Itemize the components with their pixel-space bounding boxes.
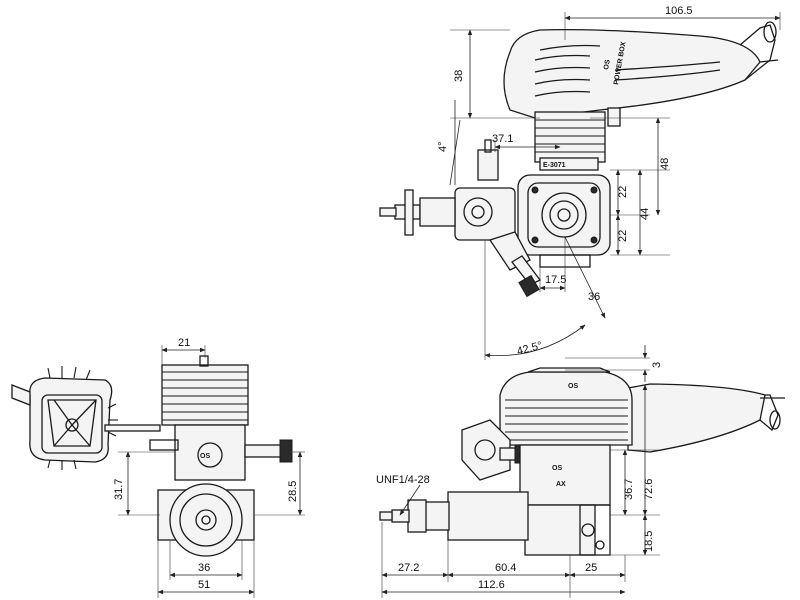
prop-shaft-side [379,491,529,541]
dim-22a: 22 [617,186,629,198]
model-code: E-3071 [543,162,566,169]
dim-side-36-7: 36.7 [623,479,635,500]
dim-angle-large: 42.5° [516,340,544,358]
muffler-front [11,366,161,470]
muffler: POWER BOX OS [503,21,779,127]
dim-22b: 22 [617,230,629,242]
front-view: OS 21 31.7 28.5 [11,337,305,598]
dim-side-60-4: 60.4 [495,562,516,574]
dim-front-21: 21 [178,337,190,349]
muffler-side [627,383,785,453]
dim-top-width: 106.5 [665,5,693,17]
dim-front-28-5: 28.5 [287,481,299,502]
cylinder-side: OS [499,367,633,446]
side-dimensions: UNF1/4-28 3 36.7 72.6 18.5 27.2 60.4 [376,345,663,598]
dim-side-3: 3 [651,362,663,368]
dim-44: 44 [639,208,651,220]
top-view: POWER BOX OS E-3071 [379,5,781,360]
cylinder-top: E-3071 [534,111,606,171]
front-dimensions: 21 31.7 28.5 36 51 [113,337,305,598]
dim-front-36: 36 [198,562,210,574]
dim-front-51: 51 [198,579,210,591]
side-view: OS OS AX [376,345,785,598]
crank-label: AX [556,481,566,488]
dim-48: 48 [659,158,671,170]
dim-side-112-6: 112.6 [478,579,505,591]
dim-17-5: 17.5 [545,274,566,286]
crankcase-top [517,174,611,268]
dim-top-height: 38 [453,70,465,82]
muffler-logo: OS [603,59,612,71]
dim-side-27-2: 27.2 [398,562,419,574]
top-dimensions: 106.5 38 4° 37.1 48 22 44 22 [437,5,781,360]
prop-shaft-top [379,189,456,236]
carburetor-top [454,139,541,298]
front-logo: OS [200,453,210,460]
dim-offset: 37.1 [492,133,513,145]
crank-logo: OS [552,465,562,472]
crankcase-front [157,483,255,557]
dim-side-18-5: 18.5 [643,531,655,552]
crankcase-side: OS AX [461,419,611,556]
thread-label: UNF1/4-28 [376,474,430,486]
dim-36-radius: 36 [588,291,600,303]
dim-angle-small: 4° [437,141,449,152]
cylinder-front [161,355,249,426]
side-logo: OS [568,383,578,390]
carburetor-front: OS [149,424,293,481]
dim-side-25: 25 [585,562,597,574]
dim-front-31-7: 31.7 [113,479,125,500]
dim-side-72-6: 72.6 [643,479,655,500]
